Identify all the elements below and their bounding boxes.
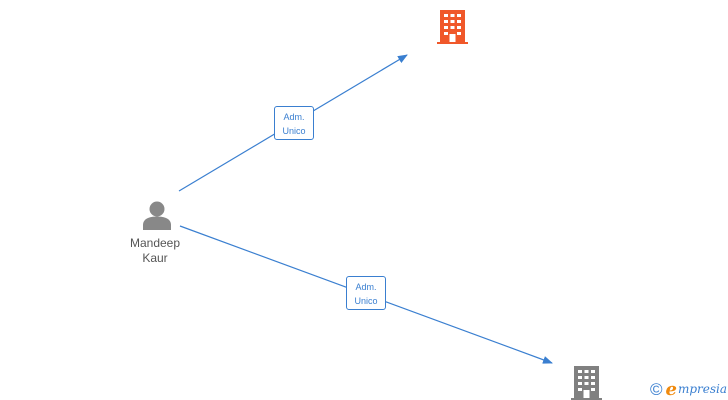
edge-label-role-top[interactable]: Adm. Unico <box>274 106 314 140</box>
edge-label-line2: Unico <box>354 296 378 306</box>
edge-label-line2: Unico <box>282 126 306 136</box>
person-name-label[interactable]: Mandeep Kaur <box>115 236 195 266</box>
brand-logo-initial: e <box>665 378 677 400</box>
person-icon[interactable] <box>142 201 172 230</box>
copyright-symbol: © <box>650 379 663 399</box>
edge-label-line1: Adm. <box>355 282 377 292</box>
building-icon[interactable] <box>571 366 602 400</box>
edge-label-line1: Adm. <box>283 112 305 122</box>
edge-label-role-bottom[interactable]: Adm. Unico <box>346 276 386 310</box>
empresia-watermark: © e mpresia <box>650 378 727 400</box>
brand-logo-text: mpresia <box>677 381 728 396</box>
person-name-line2: Kaur <box>142 251 168 265</box>
building-icon[interactable] <box>437 10 468 44</box>
person-name-line1: Mandeep <box>129 236 181 250</box>
